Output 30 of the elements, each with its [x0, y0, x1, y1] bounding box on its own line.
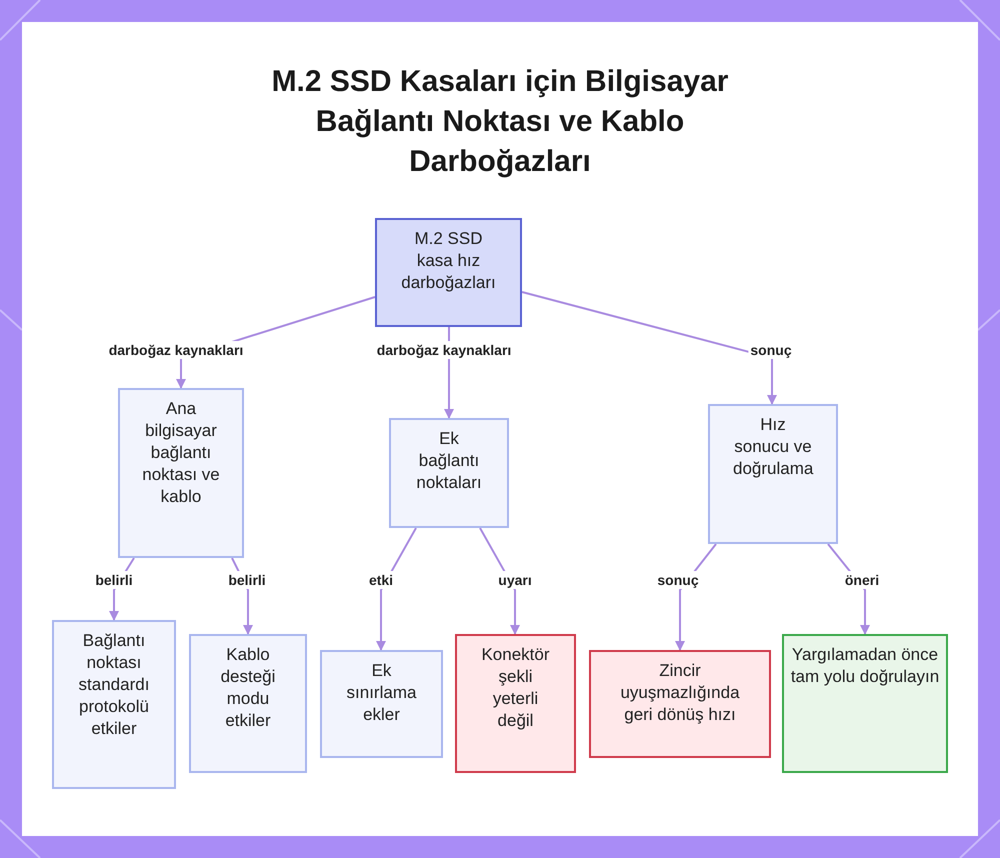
edge-label: sonuç	[655, 571, 701, 589]
process-box	[455, 634, 576, 773]
node-text: Ana bilgisayar bağlantı noktası ve kablo	[141, 398, 221, 508]
node-text: Ek sınırlama ekler	[346, 660, 418, 726]
connector-arrow	[522, 291, 777, 405]
process-box	[375, 218, 522, 327]
edge-label: darboğaz kaynakları	[106, 341, 246, 359]
edge-label: uyarı	[496, 571, 534, 589]
node-text: M.2 SSD kasa hız darboğazları	[400, 228, 497, 294]
process-box	[708, 404, 838, 544]
process-box	[389, 418, 509, 528]
process-box	[782, 634, 948, 773]
node-text: Bağlantı noktası standardı protokolü etkiler	[78, 630, 150, 740]
node-text: Konektör şekli yeterli değil	[480, 644, 551, 732]
process-box	[320, 650, 443, 758]
process-box	[118, 388, 244, 558]
node-text: Hız sonucu ve doğrulama	[733, 414, 813, 480]
edge-label: etki	[366, 571, 396, 589]
process-box	[589, 650, 771, 758]
edge-label: belirli	[226, 571, 268, 589]
process-box	[52, 620, 176, 789]
node-text: Kablo desteği modu etkiler	[220, 644, 276, 732]
node-text: Ek bağlantı noktaları	[415, 428, 483, 494]
edge-label: darboğaz kaynakları	[374, 341, 514, 359]
node-text: Yargılamadan önce tam yolu doğrulayın	[790, 644, 940, 688]
node-text: Zincir uyuşmazlığında geri dönüş hızı	[619, 660, 741, 726]
process-box	[189, 634, 307, 773]
edge-label: belirli	[93, 571, 135, 589]
edge-label: öneri	[842, 571, 882, 589]
diagram-title: M.2 SSD Kasaları için Bilgisayar Bağlantı Noktası ve Kablo Darboğazları	[270, 64, 730, 180]
